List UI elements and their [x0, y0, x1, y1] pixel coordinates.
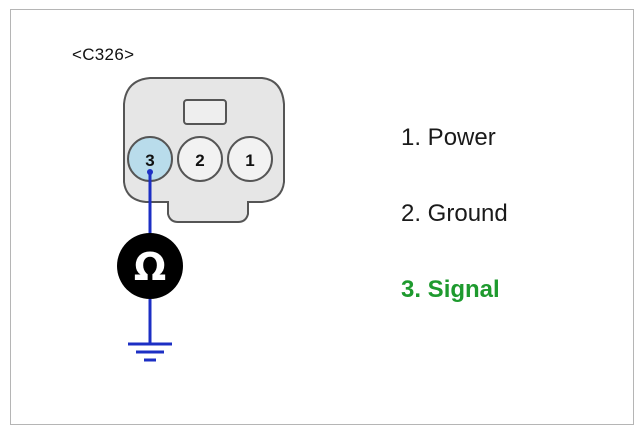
connector-label: <C326> [72, 45, 135, 64]
ground-icon [128, 342, 172, 362]
ohm-symbol: Ω [134, 245, 166, 289]
legend-item-ground: 2. Ground [401, 200, 508, 227]
ohmmeter-icon: Ω [117, 233, 183, 299]
pin-number: 1 [245, 151, 254, 170]
pin-number: 2 [195, 151, 204, 170]
diagram-frame [10, 9, 634, 425]
connector-pin-1: 1 [227, 136, 273, 182]
legend-item-signal: 3. Signal [401, 276, 500, 303]
legend-item-power: 1. Power [401, 124, 496, 151]
pin-number: 3 [145, 151, 154, 170]
probe-point [147, 169, 153, 175]
connector-pin-2: 2 [177, 136, 223, 182]
